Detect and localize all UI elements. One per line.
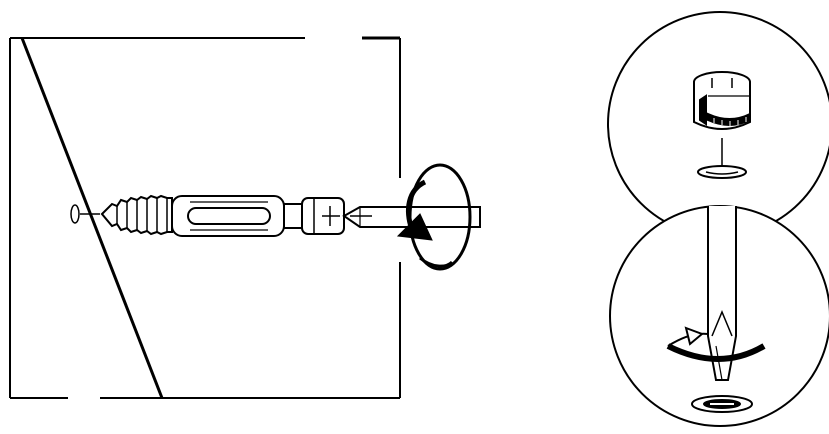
screwdriver-icon: [342, 206, 481, 228]
screwdriver-icon: [707, 206, 737, 381]
rotation-arrow-icon: [396, 163, 472, 271]
cam-bolt-icon: [100, 194, 345, 237]
cam-lock-top-view: [691, 395, 753, 413]
main-panel: [9, 36, 481, 399]
cam-hole: [697, 165, 747, 179]
pilot-hole: [70, 204, 100, 224]
cam-lock-icon: [693, 71, 751, 130]
detail-top-panel: [607, 11, 829, 237]
rotation-arrow-icon: [666, 326, 766, 362]
panel-frame: [9, 36, 401, 399]
detail-bottom-panel: [609, 205, 829, 427]
